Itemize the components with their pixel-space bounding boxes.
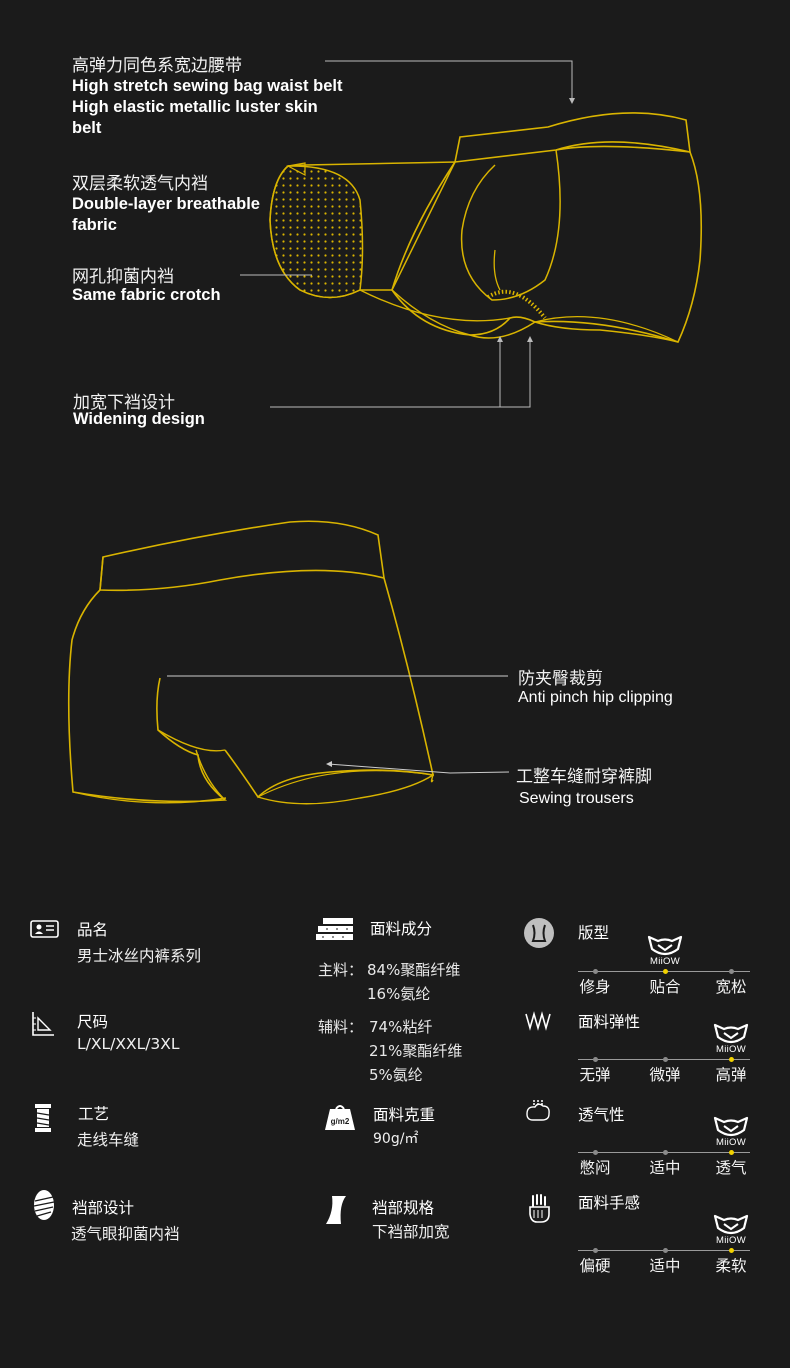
- rating-breath-label: 适中: [649, 1159, 681, 1177]
- hip-callout-cn: 防夹臀裁剪: [518, 669, 603, 689]
- svg-text:g/m2: g/m2: [331, 1117, 350, 1126]
- widen-callout-en: Widening design: [73, 410, 205, 428]
- rating-fit-label: 修身: [579, 978, 611, 996]
- rating-fit-label: 宽松: [715, 978, 747, 996]
- rating-touch-dot: [592, 1248, 598, 1253]
- composition-main-label: 主料：: [318, 961, 364, 979]
- spec-craft-value: 走线车缝: [77, 1131, 140, 1149]
- spec-composition-title: 面料成分: [370, 920, 433, 938]
- hip-callout-en: Anti pinch hip clipping: [518, 689, 673, 706]
- rating-touch-dot: [728, 1248, 734, 1253]
- waist-callout-en: High stretch sewing bag waist belt High …: [72, 77, 343, 137]
- rating-elastic-dot: [662, 1057, 668, 1062]
- fabric-stack-icon: [316, 918, 353, 940]
- rating-breath-title: 透气性: [578, 1106, 625, 1124]
- rating-breath-label: 透气: [715, 1159, 747, 1177]
- rating-breath-label: 憋闷: [579, 1159, 611, 1177]
- mesh-callout-cn: 网孔抑菌内裆: [72, 267, 174, 287]
- spec-size-value: L/XL/XXL/3XL: [77, 1035, 180, 1053]
- rating-elastic-label: 无弹: [579, 1066, 611, 1084]
- spec-size-title: 尺码: [77, 1013, 109, 1031]
- underwear-back-diagram: [67, 520, 510, 805]
- rating-elastic-label: 高弹: [715, 1066, 747, 1084]
- underwear-front-diagram: [240, 60, 703, 408]
- thread-spool-icon: [35, 1104, 51, 1132]
- spec-name-title: 品名: [77, 921, 109, 939]
- hem-callout-en: Sewing trousers: [519, 790, 634, 807]
- composition-aux-list: 74%粘纤 21%聚酯纤维 5%氨纶: [369, 1018, 463, 1084]
- hem-callout-cn: 工整车缝耐穿裤脚: [516, 767, 652, 787]
- spec-weight-title: 面料克重: [373, 1106, 436, 1124]
- spec-crotch-title: 裆部设计: [72, 1199, 135, 1217]
- rating-touch-dot: [662, 1248, 668, 1253]
- mesh-callout-en: Same fabric crotch: [72, 286, 221, 304]
- rating-breath-dot: [592, 1150, 598, 1155]
- breath-icon: [526, 1100, 550, 1121]
- rating-breath-dot: [728, 1150, 734, 1155]
- elastic-wave-icon: [525, 1011, 551, 1031]
- rating-touch-label: 适中: [649, 1257, 681, 1275]
- rating-touch-label: 柔软: [715, 1257, 747, 1275]
- crotch-shape-icon: [326, 1196, 346, 1224]
- miiow-logo-icon: MiiOW: [711, 1114, 751, 1148]
- spec-craft-title: 工艺: [78, 1105, 110, 1123]
- rating-elastic-label: 微弹: [649, 1066, 681, 1084]
- spec-name-value: 男士冰丝内裤系列: [77, 947, 202, 965]
- rating-breath-dot: [662, 1150, 668, 1155]
- weight-icon: g/m2: [325, 1105, 355, 1130]
- rating-fit-label: 贴合: [649, 978, 681, 996]
- rating-fit-dot: [662, 969, 668, 974]
- double-layer-callout-cn: 双层柔软透气内裆: [72, 174, 208, 194]
- miiow-logo-icon: MiiOW: [711, 1212, 751, 1246]
- composition-aux-label: 辅料：: [318, 1018, 364, 1036]
- waist-callout-cn: 高弹力同色系宽边腰带: [72, 56, 242, 76]
- spec-weight-value: 90g/㎡: [373, 1131, 419, 1147]
- ruler-icon: [32, 1012, 54, 1036]
- rating-touch-title: 面料手感: [578, 1194, 641, 1212]
- widen-callout-cn: 加宽下裆设计: [73, 393, 175, 413]
- miiow-logo-icon: MiiOW: [645, 933, 685, 967]
- egg-pattern-icon: [33, 1190, 55, 1220]
- miiow-logo-icon: MiiOW: [711, 1021, 751, 1055]
- rating-fit-dot: [592, 969, 598, 974]
- body-shape-icon: [524, 918, 554, 948]
- spec-crotch-spec-value: 下裆部加宽: [372, 1223, 450, 1241]
- hand-touch-icon: [529, 1194, 550, 1223]
- rating-touch-label: 偏硬: [579, 1257, 611, 1275]
- double-layer-callout-en: Double-layer breathable fabric: [72, 195, 260, 234]
- rating-fit-title: 版型: [578, 924, 610, 942]
- composition-main-list: 84%聚酯纤维 16%氨纶: [367, 961, 461, 1003]
- rating-elastic-dot: [592, 1057, 598, 1062]
- spec-crotch-spec-title: 裆部规格: [372, 1199, 435, 1217]
- rating-fit-dot: [728, 969, 734, 974]
- id-card-icon: [30, 920, 59, 938]
- rating-elastic-title: 面料弹性: [578, 1013, 641, 1031]
- rating-elastic-dot: [728, 1057, 734, 1062]
- spec-crotch-value: 透气眼抑菌内裆: [71, 1225, 180, 1243]
